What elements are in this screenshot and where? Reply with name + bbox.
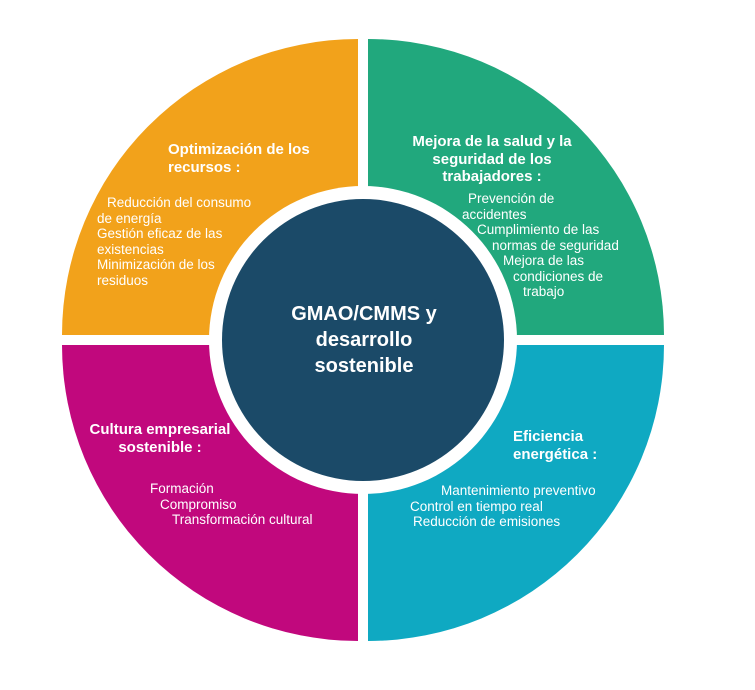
item-line: Control en tiempo real xyxy=(410,498,543,514)
heading-line: energética : xyxy=(513,445,598,463)
center-title-line: desarrollo xyxy=(315,329,413,351)
center-title-line: sostenible xyxy=(314,355,414,377)
quadrant-bottom-left-heading: Cultura empresarial sostenible : xyxy=(75,421,245,456)
item-line: existencias xyxy=(97,241,164,257)
item-line: normas de seguridad xyxy=(492,237,619,253)
item-line: Transformación cultural xyxy=(172,512,313,527)
item-line: Compromiso xyxy=(160,496,237,512)
quadrant-top-right-heading: Mejora de la salud y la seguridad de los… xyxy=(380,133,604,186)
quadrant-top-left-heading: Optimización de los recursos : xyxy=(168,141,310,177)
item-line: Prevención de xyxy=(468,191,555,206)
item-line: Formación xyxy=(150,481,214,496)
heading-line: Eficiencia xyxy=(513,428,584,445)
quadrant-bottom-right-heading: Eficiencia energética : xyxy=(513,428,597,463)
item-line: condiciones de xyxy=(513,268,604,284)
heading-line: recursos : xyxy=(168,159,241,176)
item-line: Reducción del consumo xyxy=(107,195,252,210)
heading-line: Mejora de la salud y la xyxy=(412,133,572,150)
heading-line: trabajadores : xyxy=(442,168,542,185)
quadrant-bottom-right-items: Mantenimiento preventivo Control en tiem… xyxy=(410,483,596,530)
item-line: Mejora de las xyxy=(503,253,585,268)
item-line: de energía xyxy=(97,210,162,226)
heading-line: sostenible : xyxy=(118,438,202,456)
quadrant-top-left-items: Reducción del consumo de energía Gestión… xyxy=(97,195,251,288)
heading-line: Optimización de los xyxy=(168,141,310,158)
item-line: Cumplimiento de las xyxy=(477,222,600,237)
item-line: Reducción de emisiones xyxy=(413,514,561,529)
item-line: Gestión eficaz de las xyxy=(97,226,223,241)
center-title: GMAO/CMMS y desarrollo sostenible xyxy=(214,301,514,379)
quadrant-bottom-left-items: Formación Compromiso Transformación cult… xyxy=(150,481,313,528)
quadrant-top-right-items: Prevención de accidentes Cumplimiento de… xyxy=(400,191,619,300)
item-line: residuos xyxy=(97,272,149,288)
item-line: Mantenimiento preventivo xyxy=(441,483,596,498)
item-line: accidentes xyxy=(462,206,527,222)
heading-line: seguridad de los xyxy=(432,150,552,168)
heading-line: Cultura empresarial xyxy=(89,421,231,438)
center-title-line: GMAO/CMMS y xyxy=(291,303,437,325)
item-line: Minimización de los xyxy=(97,257,215,272)
center-circle xyxy=(222,199,504,481)
item-line: trabajo xyxy=(523,284,565,299)
